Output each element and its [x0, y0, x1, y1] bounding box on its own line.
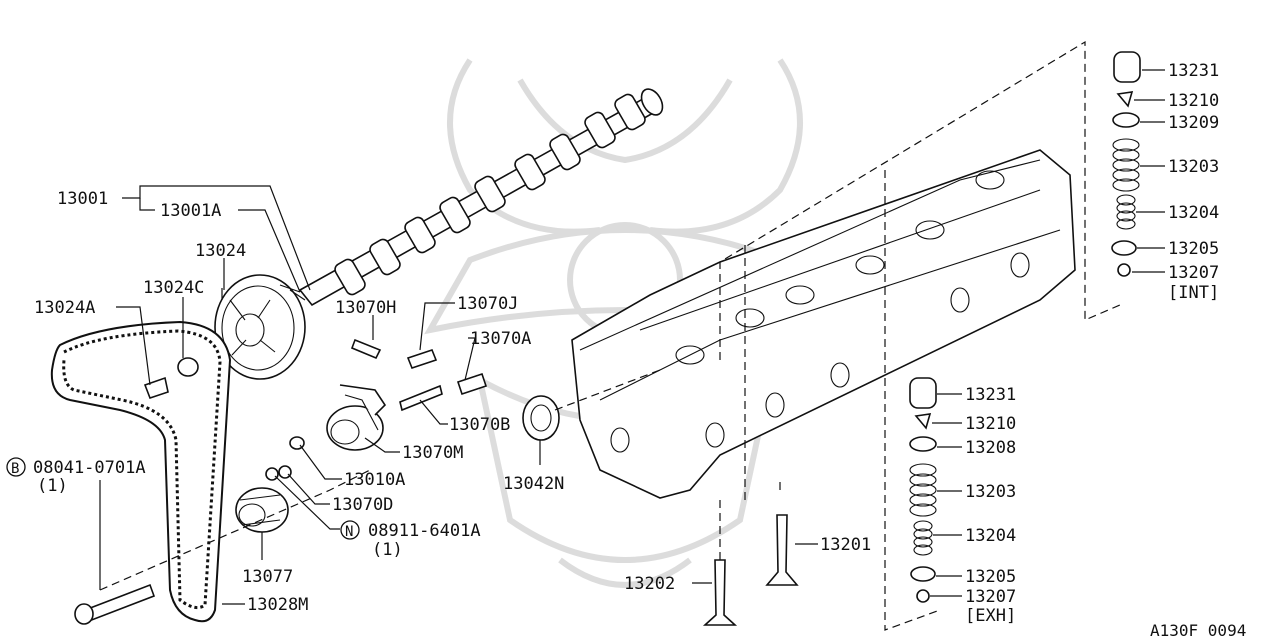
nut-symbol-circle: [340, 520, 360, 540]
exhaust-valve: [702, 559, 738, 626]
label-13070B: 13070B: [449, 415, 510, 435]
cylinder-head: [571, 149, 1076, 499]
leader-lines: [99, 69, 1165, 605]
label-int-tag: [INT]: [1168, 283, 1219, 303]
label-int-13205: 13205: [1168, 239, 1219, 259]
figure-code: A130F 0094: [1150, 621, 1246, 639]
bolt-symbol: B: [11, 461, 19, 477]
idler-pulley: [235, 487, 289, 533]
label-13070A: 13070A: [470, 329, 531, 349]
camshaft: [298, 88, 664, 307]
label-int-13231: 13231: [1168, 61, 1219, 81]
label-13001: 13001: [57, 189, 108, 209]
label-exh-13207: 13207: [965, 587, 1016, 607]
label-13070D: 13070D: [332, 495, 393, 515]
label-exh-13231: 13231: [965, 385, 1016, 405]
label-13028M: 13028M: [247, 595, 308, 615]
label-13042N: 13042N: [503, 474, 564, 494]
label-int-13207: 13207: [1168, 263, 1219, 283]
dashed-guides: [99, 40, 1121, 631]
belt-tensioner: [326, 384, 387, 451]
small-hardware: [74, 338, 560, 625]
label-13202: 13202: [624, 574, 675, 594]
label-int-13209: 13209: [1168, 113, 1219, 133]
label-13024: 13024: [195, 241, 246, 261]
label-13010A: 13010A: [344, 470, 405, 490]
label-13070J: 13070J: [457, 294, 518, 314]
label-exh-13205: 13205: [965, 567, 1016, 587]
label-exh-tag: [EXH]: [965, 606, 1016, 626]
label-int-13204: 13204: [1168, 203, 1219, 223]
label-13024C: 13024C: [143, 278, 204, 298]
exhaust-valve-stack: [909, 377, 937, 603]
bolt-symbol-circle: [6, 457, 26, 477]
camshaft-sprocket: [214, 274, 306, 380]
label-08041-0701A: 08041-0701A: [33, 458, 146, 478]
label-13201: 13201: [820, 535, 871, 555]
label-int-13203: 13203: [1168, 157, 1219, 177]
nut-symbol: N: [345, 524, 353, 540]
intake-valve: [765, 514, 799, 586]
label-13070H: 13070H: [335, 298, 396, 318]
label-exh-13204: 13204: [965, 526, 1016, 546]
intake-valve-stack: [1111, 51, 1141, 277]
label-int-13210: 13210: [1168, 91, 1219, 111]
label-08041-qty: (1): [37, 476, 68, 496]
label-13001A: 13001A: [160, 201, 221, 221]
label-08911-qty: (1): [372, 540, 403, 560]
label-13024A: 13024A: [34, 298, 95, 318]
label-13077: 13077: [242, 567, 293, 587]
label-13070M: 13070M: [402, 443, 463, 463]
label-exh-13203: 13203: [965, 482, 1016, 502]
label-exh-13208: 13208: [965, 438, 1016, 458]
label-08911-6401A: 08911-6401A: [368, 521, 481, 541]
label-exh-13210: 13210: [965, 414, 1016, 434]
timing-belt: [50, 320, 232, 623]
